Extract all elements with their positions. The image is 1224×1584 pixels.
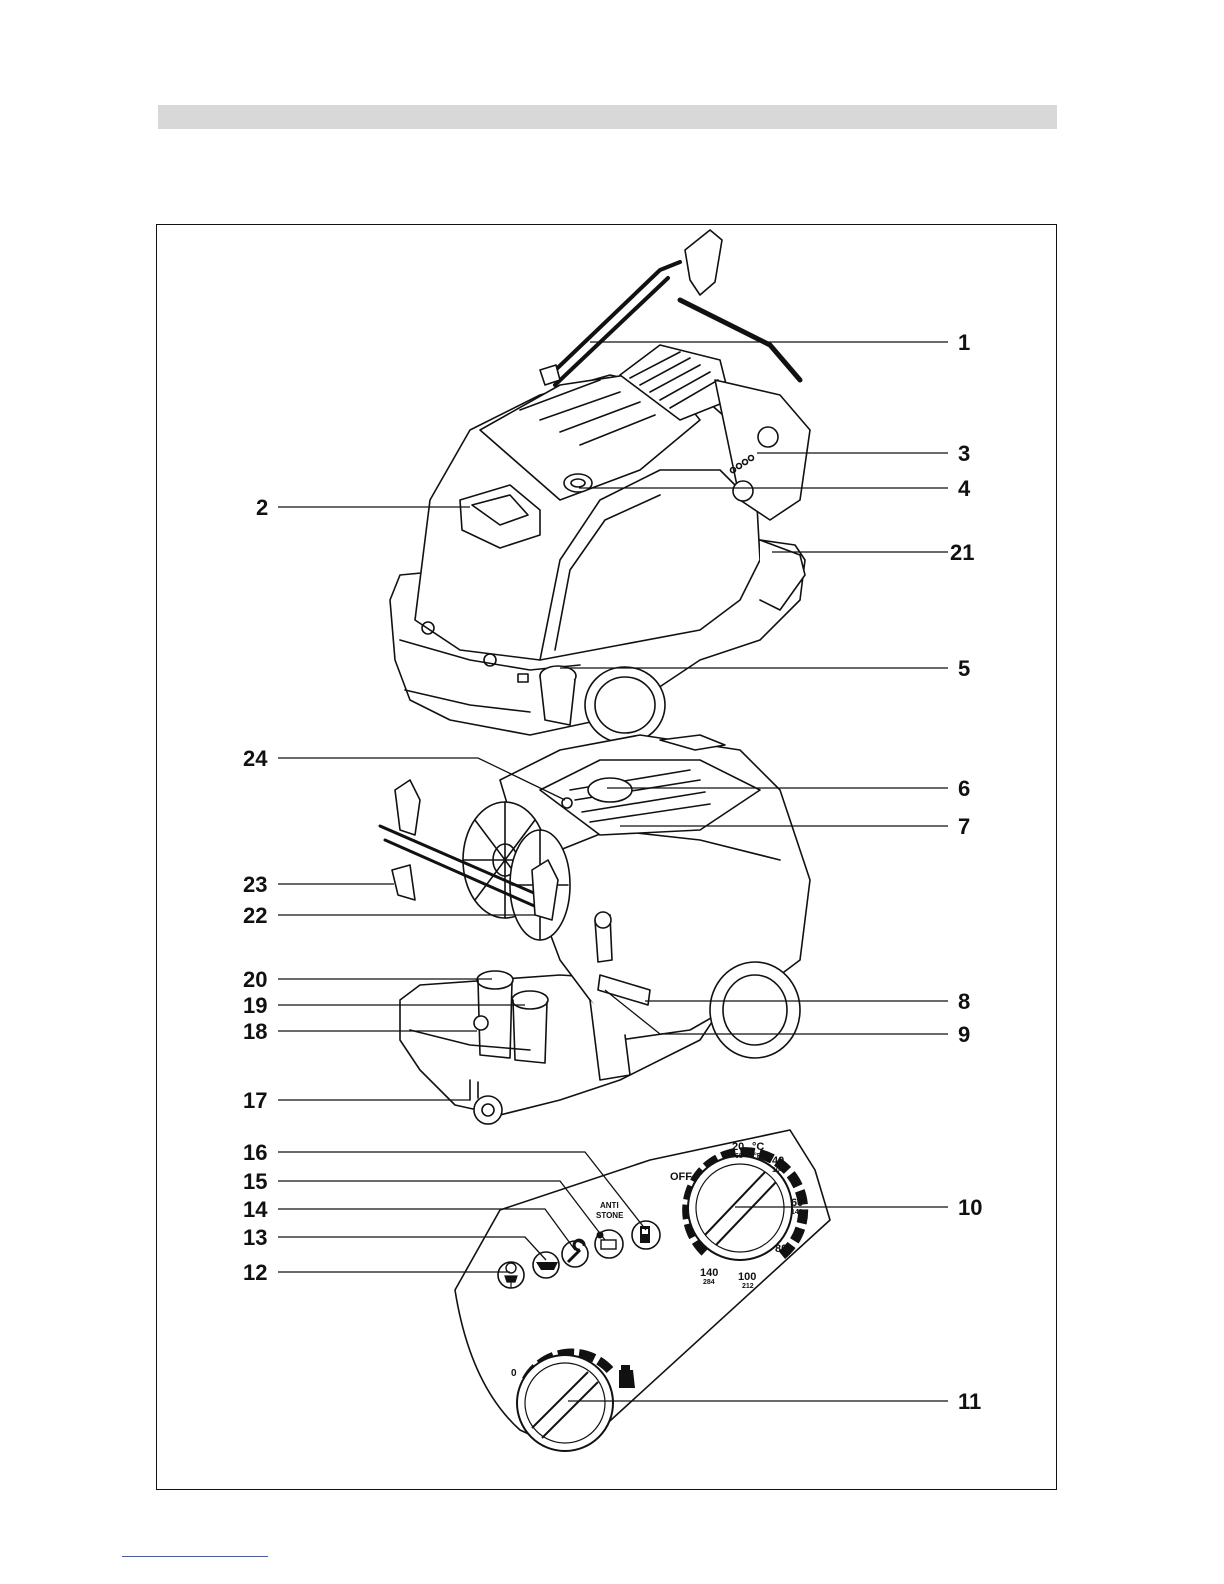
callout-22: 22 bbox=[243, 903, 267, 928]
callout-17: 17 bbox=[243, 1088, 267, 1113]
wrench-icon bbox=[562, 1240, 588, 1267]
callout-3: 3 bbox=[958, 441, 970, 466]
dial-80c-label: 80 bbox=[775, 1243, 787, 1255]
callout-23: 23 bbox=[243, 872, 267, 897]
callout-6: 6 bbox=[958, 776, 970, 801]
callout-2: 2 bbox=[256, 495, 268, 520]
dial-20c-label: 20 bbox=[732, 1141, 744, 1153]
callout-5: 5 bbox=[958, 656, 970, 681]
detergent-dial[interactable] bbox=[517, 1353, 613, 1451]
dial-unit-f-label: °F bbox=[754, 1152, 762, 1160]
anti-stone-label-line1: ANTI bbox=[600, 1201, 619, 1210]
callout-15: 15 bbox=[243, 1169, 267, 1194]
anti-stone-label-line2: STONE bbox=[596, 1211, 624, 1220]
callout-7: 7 bbox=[958, 814, 970, 839]
dial-60f-label: 140 bbox=[791, 1209, 803, 1216]
dial-100f-label: 212 bbox=[742, 1283, 754, 1290]
oil-can-icon bbox=[533, 1252, 559, 1278]
callout-4: 4 bbox=[958, 476, 971, 501]
power-plug-icon bbox=[498, 1262, 524, 1288]
callout-10: 10 bbox=[958, 1195, 982, 1220]
callout-24: 24 bbox=[243, 746, 268, 771]
machine-rear-view bbox=[380, 735, 810, 1124]
callout-13: 13 bbox=[243, 1225, 267, 1250]
callout-19: 19 bbox=[243, 993, 267, 1018]
callout-12: 12 bbox=[243, 1260, 267, 1285]
dial-off-label: OFF bbox=[670, 1171, 692, 1183]
callout-21: 21 bbox=[950, 540, 974, 565]
dial-140f-label: 284 bbox=[703, 1279, 715, 1286]
dial-unit-c-label: °C bbox=[752, 1141, 764, 1153]
callout-1: 1 bbox=[958, 330, 970, 355]
callout-20: 20 bbox=[243, 967, 267, 992]
dial-100c-label: 100 bbox=[738, 1271, 756, 1283]
machine-front-view bbox=[390, 230, 810, 743]
dial-40f-label: 104 bbox=[772, 1167, 784, 1174]
dial-140c-label: 140 bbox=[700, 1267, 718, 1279]
dial-40c-label: 40 bbox=[772, 1155, 784, 1167]
anti-stone-icon bbox=[595, 1230, 623, 1258]
callout-14: 14 bbox=[243, 1197, 268, 1222]
fuel-pump-icon bbox=[632, 1221, 660, 1249]
callout-11: 11 bbox=[958, 1389, 981, 1414]
footer-rule bbox=[122, 1556, 268, 1557]
callout-18: 18 bbox=[243, 1019, 267, 1044]
dial-20f-label: 68 bbox=[735, 1153, 743, 1160]
callout-9: 9 bbox=[958, 1022, 970, 1047]
callout-16: 16 bbox=[243, 1140, 267, 1165]
callout-8: 8 bbox=[958, 989, 970, 1014]
detergent-zero-label: 0 bbox=[511, 1368, 517, 1379]
